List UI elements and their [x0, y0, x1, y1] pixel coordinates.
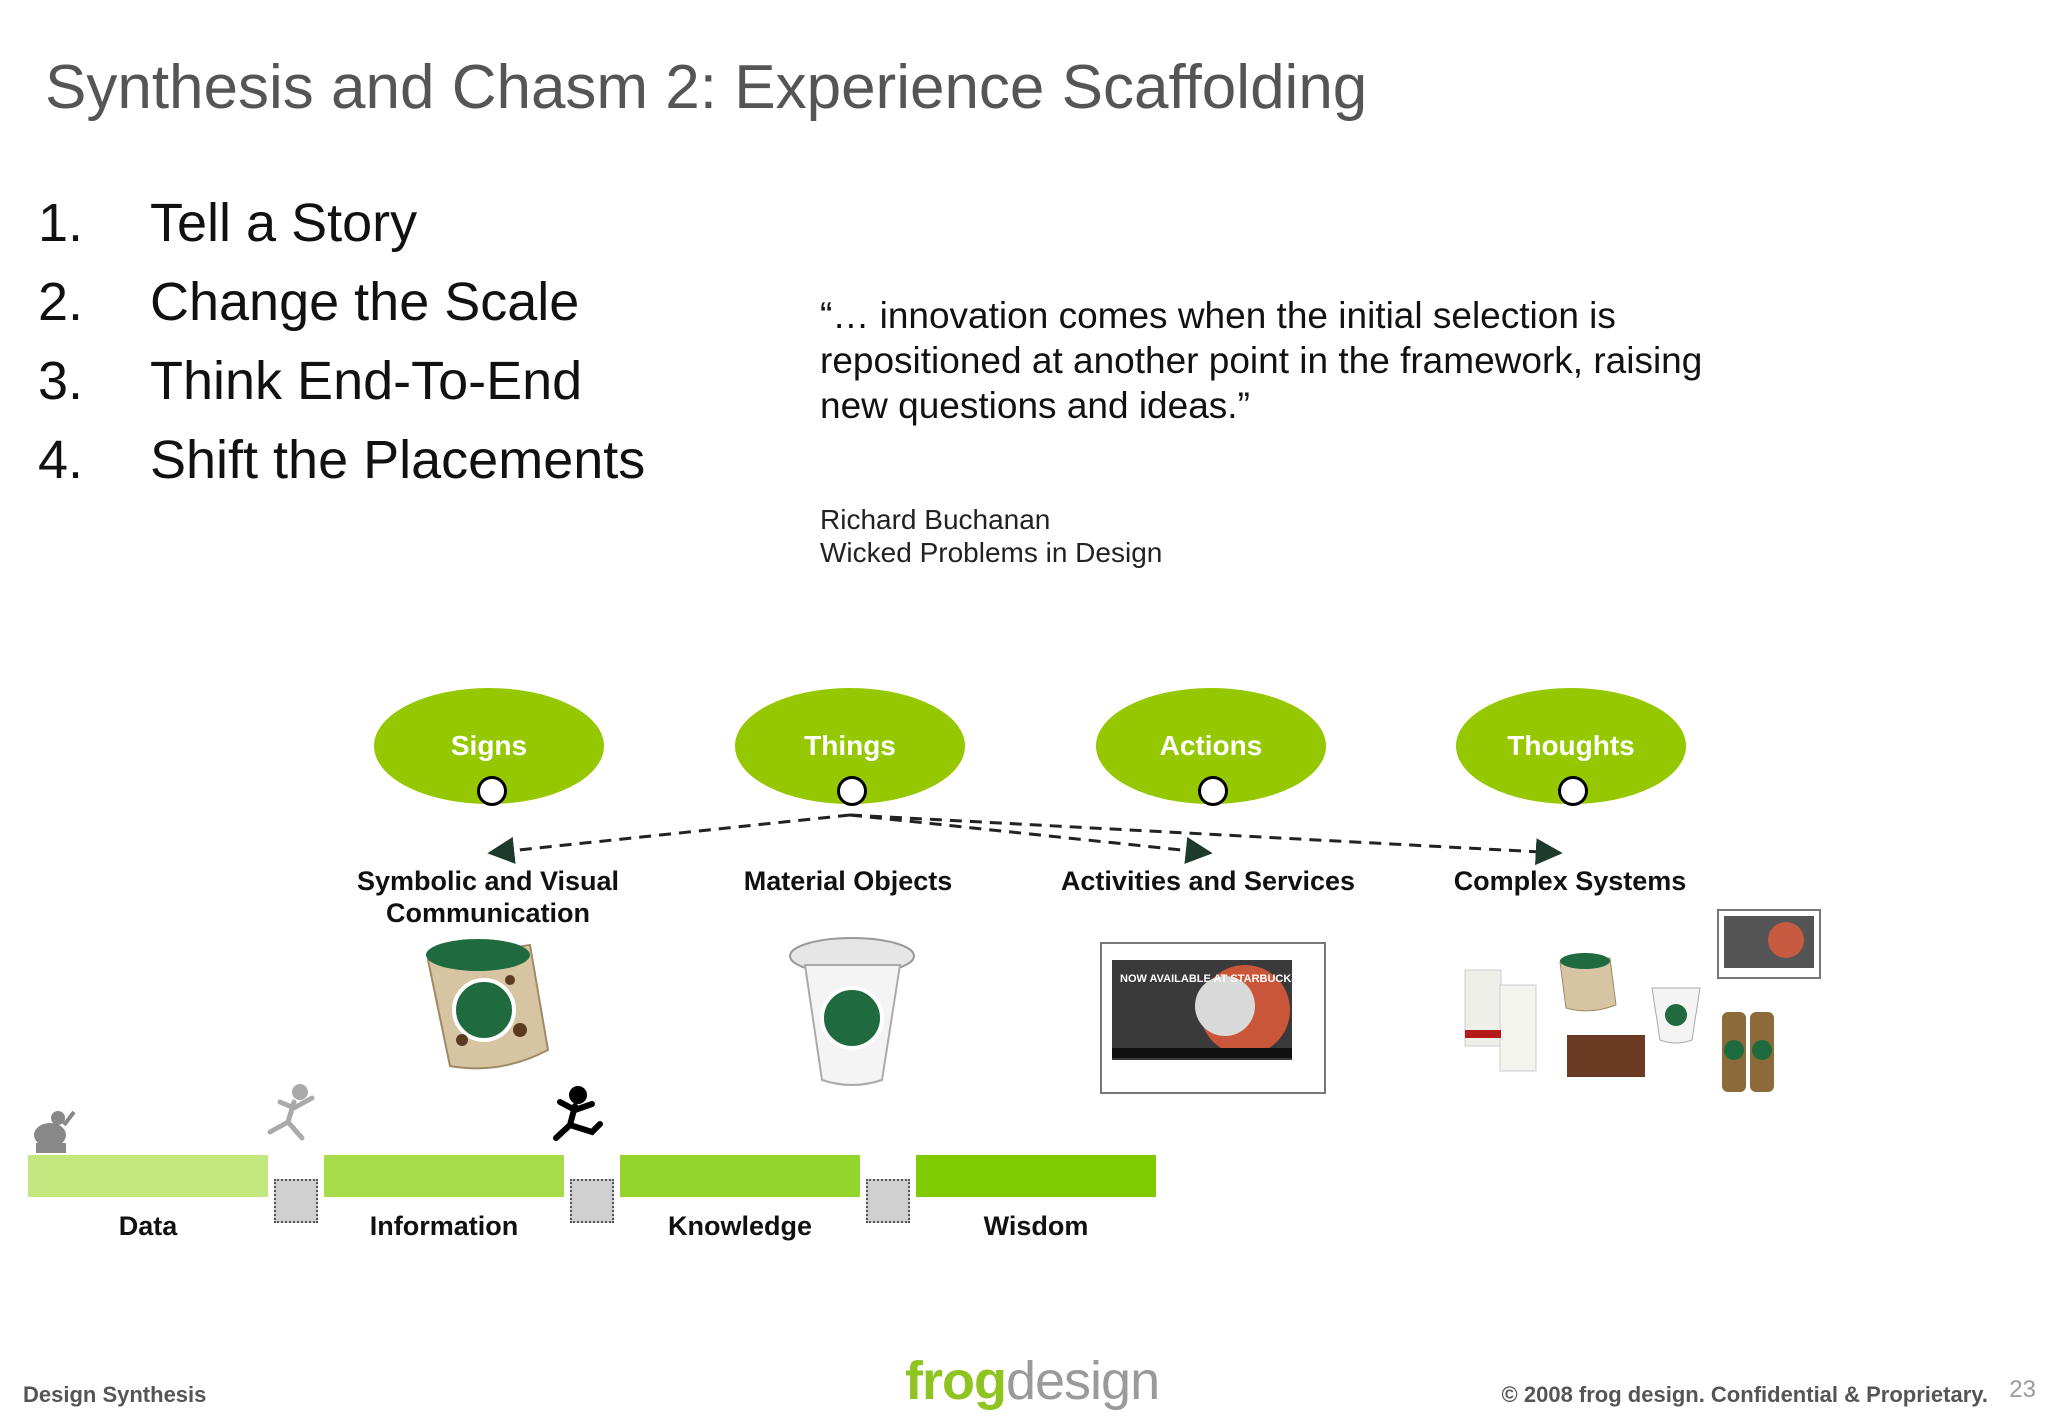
quote-author: Richard Buchanan [820, 504, 1051, 535]
quote-source: Wicked Problems in Design [820, 537, 1163, 568]
quote-attribution: Richard Buchanan Wicked Problems in Desi… [820, 503, 1162, 569]
bar-label-data: Data [118, 1211, 178, 1241]
chasm-box-1 [274, 1179, 318, 1223]
bar-knowledge [620, 1155, 860, 1197]
list-number-2: 2. [38, 272, 84, 332]
jumping-figure-icon [267, 1084, 315, 1141]
bar-label-information: Information [369, 1211, 519, 1241]
footer-copyright: © 2008 frog design. Confidential & Propr… [1501, 1382, 1988, 1407]
arrow-to-activities [849, 813, 1213, 864]
page-number: 23 [2009, 1376, 2036, 1403]
website-tag: NOW AVAILABLE AT STARBUCKS [1120, 973, 1299, 985]
list-item-4: Shift the Placements [150, 430, 646, 490]
crouching-figure-icon [34, 1110, 76, 1153]
category-activities: Activities and Services [1060, 866, 1356, 896]
bar-label-knowledge: Knowledge [667, 1211, 812, 1241]
footer-section-label: Design Synthesis [23, 1382, 207, 1407]
list-item-3: Think End-To-End [150, 351, 583, 411]
chasm-box-2 [570, 1179, 614, 1223]
oval-knob-things [837, 776, 867, 806]
frog-design-logo: frogdesign [905, 1351, 1160, 1411]
quote-text: “… innovation comes when the initial sel… [820, 295, 1703, 426]
category-material: Material Objects [743, 866, 953, 896]
slide-title: Synthesis and Chasm 2: Experience Scaffo… [45, 53, 1368, 122]
bar-wisdom [916, 1155, 1156, 1197]
website-screenshot-image: NOW AVAILABLE AT STARBUCKS [1100, 942, 1326, 1094]
arrow-to-symbolic [487, 813, 851, 864]
list-item-1: Tell a Story [150, 193, 418, 253]
chasm-box-3 [866, 1179, 910, 1223]
ice-cream-pint-image [426, 939, 550, 1070]
oval-knob-thoughts [1558, 776, 1588, 806]
bar-label-wisdom: Wisdom [983, 1211, 1089, 1241]
product-collage-image [1464, 909, 1821, 1092]
coffee-cup-image [789, 937, 915, 1086]
list-number-1: 1. [38, 193, 84, 253]
category-symbolic: Symbolic and Visual Communication [356, 866, 620, 928]
bar-information [324, 1155, 564, 1197]
oval-actions: Actions [1096, 688, 1326, 804]
bar-data [28, 1155, 268, 1197]
leaping-figure-icon [553, 1086, 603, 1141]
oval-knob-actions [1198, 776, 1228, 806]
list-item-2: Change the Scale [150, 272, 580, 332]
list-number-4: 4. [38, 430, 84, 490]
oval-knob-signs [477, 776, 507, 806]
list-number-3: 3. [38, 351, 84, 411]
category-complex: Complex Systems [1453, 866, 1687, 896]
